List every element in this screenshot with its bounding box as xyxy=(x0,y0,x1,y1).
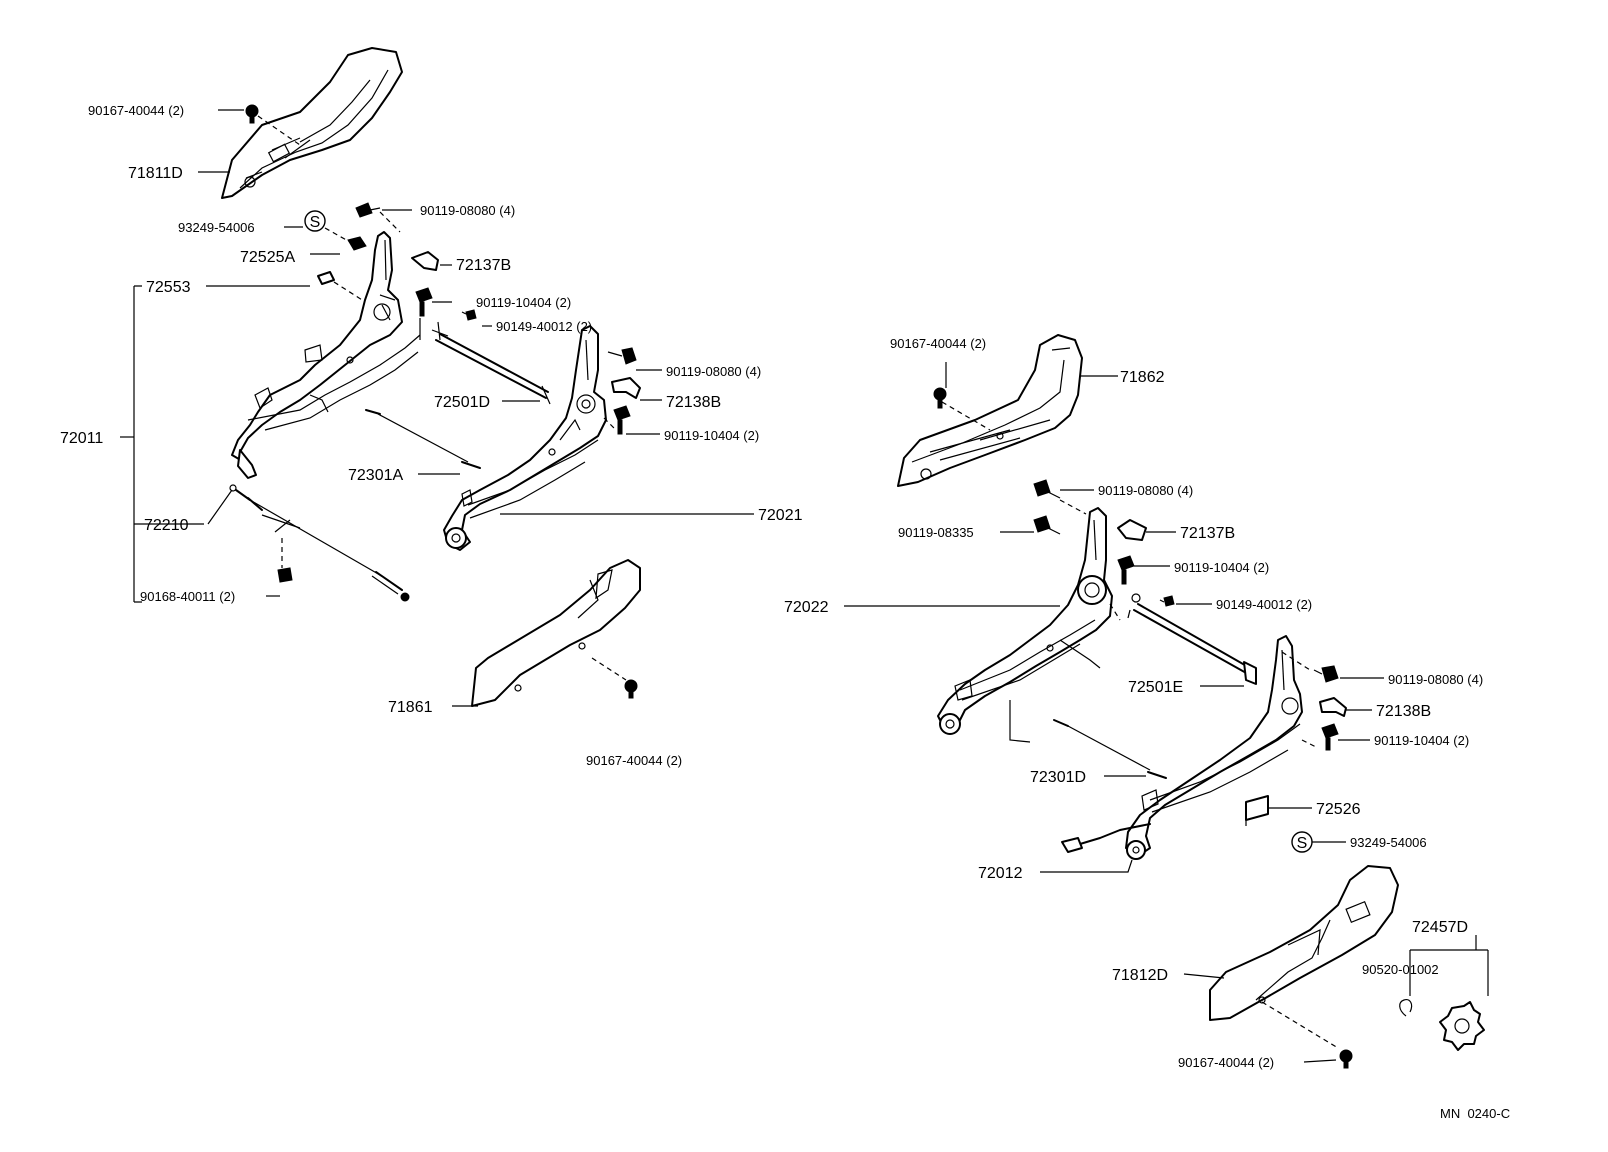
bolt-90119-10404-left-a xyxy=(415,287,433,317)
part-72210-release-cable xyxy=(229,484,410,602)
label-90119-10404-right-2: 90119-10404 (2) xyxy=(1374,733,1469,748)
label-72553: 72553 xyxy=(146,279,191,296)
part-71862-shield xyxy=(897,334,1083,487)
label-71811D: 71811D xyxy=(128,165,183,182)
label-90149-40012-right: 90149-40012 (2) xyxy=(1216,597,1312,612)
label-72138B-left: 72138B xyxy=(666,394,721,411)
part-72457D-knob xyxy=(1439,1001,1485,1051)
label-72137B-right: 72137B xyxy=(1180,525,1235,542)
bolt-90119-08080-upper-left xyxy=(355,202,401,233)
label-72526: 72526 xyxy=(1316,801,1361,818)
label-72457D: 72457D xyxy=(1412,919,1468,936)
part-72021-seat-track xyxy=(443,325,607,551)
label-72012: 72012 xyxy=(978,865,1023,882)
part-labels: 90167-40044 (2) 71811D 93249-54006 72525… xyxy=(60,103,1510,1121)
part-72501D-rod xyxy=(431,321,551,405)
label-72138B-right: 72138B xyxy=(1376,703,1431,720)
part-72138B-right xyxy=(1319,697,1347,717)
part-72301D-cable xyxy=(1053,719,1167,779)
part-72011-seat-adjuster-frame xyxy=(231,231,421,479)
screw-90149-40012-left xyxy=(461,309,477,321)
label-72011: 72011 xyxy=(60,430,103,447)
svg-text:S: S xyxy=(310,214,321,231)
label-72501D: 72501D xyxy=(434,394,490,411)
bolt-90119-08080-right-a xyxy=(1033,479,1087,515)
label-90119-08335: 90119-08335 xyxy=(898,525,974,540)
part-72137B-right xyxy=(1117,519,1147,541)
part-72138B-left xyxy=(611,377,641,399)
bolt-90119-10404-right-a xyxy=(1117,555,1135,585)
label-72021: 72021 xyxy=(758,507,803,524)
label-71862: 71862 xyxy=(1120,369,1165,386)
part-72525A xyxy=(324,227,367,251)
part-71861-shield xyxy=(471,559,641,707)
bolt-90167-40044-bottom-right xyxy=(1339,1049,1353,1069)
bolt-90119-10404-right-b xyxy=(1321,723,1339,751)
label-72137B-left: 72137B xyxy=(456,257,511,274)
part-72501E-rod xyxy=(1127,593,1257,685)
leader-lines xyxy=(120,109,1489,1063)
label-72301D: 72301D xyxy=(1030,769,1086,786)
bolt-90119-08080-mid-left xyxy=(607,347,637,365)
label-72501E: 72501E xyxy=(1128,679,1183,696)
part-90520-01002-clip xyxy=(1399,999,1413,1017)
label-72210: 72210 xyxy=(144,517,189,534)
label-72301A: 72301A xyxy=(348,467,403,484)
label-90119-10404-left-2: 90119-10404 (2) xyxy=(664,428,759,443)
screw-90168-40011 xyxy=(277,538,293,583)
svg-text:S: S xyxy=(1297,835,1308,852)
label-93249-54006-right: 93249-54006 xyxy=(1350,835,1427,850)
bolt-90167-40044-right xyxy=(933,387,947,409)
label-90167-40044-right: 90167-40044 (2) xyxy=(890,336,986,351)
bolt-90167-40044-lower-center xyxy=(624,679,638,699)
screw-90149-40012-right xyxy=(1159,595,1175,607)
label-90119-10404-left-1: 90119-10404 (2) xyxy=(476,295,571,310)
label-90167-40044-bottom-right: 90167-40044 (2) xyxy=(1178,1055,1274,1070)
label-90520-01002: 90520-01002 xyxy=(1362,962,1439,977)
part-71811D-shield xyxy=(221,47,403,199)
bolt-90167-40044-top-left xyxy=(245,104,259,124)
label-71812D: 71812D xyxy=(1112,967,1168,984)
s-symbol-right: S xyxy=(1291,831,1313,853)
part-71812D-shield xyxy=(1209,865,1399,1049)
part-72553 xyxy=(317,271,371,306)
part-72137B-left xyxy=(411,251,439,271)
part-72526 xyxy=(1245,795,1269,826)
label-90119-08080-right-2: 90119-08080 (4) xyxy=(1388,672,1483,687)
label-93249-54006-left: 93249-54006 xyxy=(178,220,255,235)
label-90119-08080-left-2: 90119-08080 (4) xyxy=(666,364,761,379)
bolt-90119-08335 xyxy=(1033,515,1061,535)
label-90119-10404-right-1: 90119-10404 (2) xyxy=(1174,560,1269,575)
part-72012-seat-track xyxy=(1061,635,1319,860)
label-90119-08080-right-1: 90119-08080 (4) xyxy=(1098,483,1193,498)
label-90119-08080-left-1: 90119-08080 (4) xyxy=(420,203,515,218)
diagram-code: MN 0240-C xyxy=(1440,1106,1510,1121)
label-90149-40012-left: 90149-40012 (2) xyxy=(496,319,592,334)
label-90167-40044-top-left: 90167-40044 (2) xyxy=(88,103,184,118)
bolt-90119-08080-right-b xyxy=(1313,665,1339,683)
bolt-90119-10404-left-b xyxy=(603,405,631,435)
label-90168-40011: 90168-40011 (2) xyxy=(140,589,235,604)
label-90167-40044-lower-center: 90167-40044 (2) xyxy=(586,753,682,768)
label-72022: 72022 xyxy=(784,599,829,616)
s-symbol-left: S xyxy=(304,210,326,232)
part-72022-seat-adjuster-frame xyxy=(937,507,1121,743)
label-71861: 71861 xyxy=(388,699,433,716)
label-72525A: 72525A xyxy=(240,249,295,266)
part-72301A-cable xyxy=(365,409,481,469)
